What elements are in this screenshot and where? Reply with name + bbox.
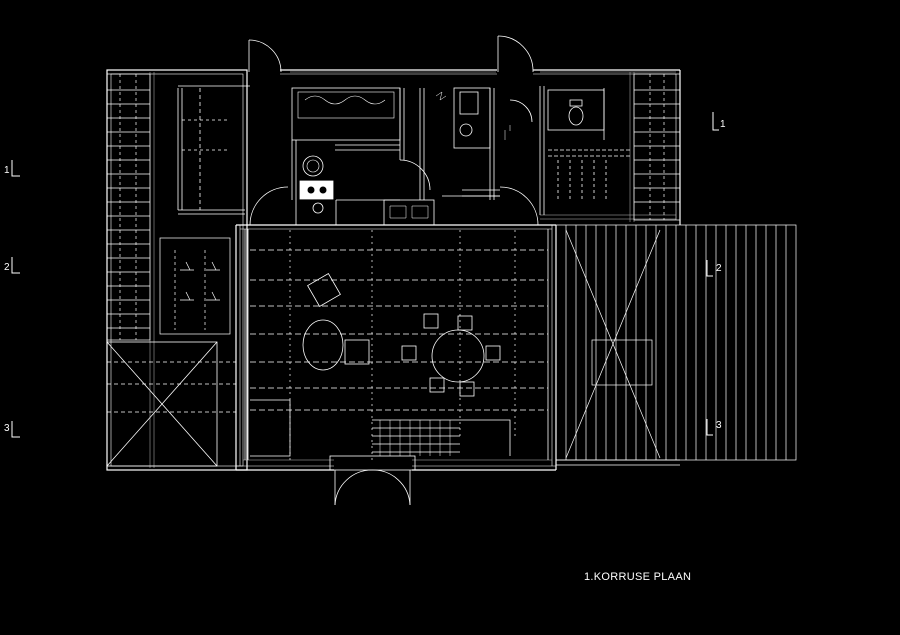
left-utility-room	[159, 237, 231, 335]
wc-utility	[442, 86, 630, 215]
right-terrace-slats	[633, 73, 681, 221]
wall-insulation-hatch	[149, 71, 676, 468]
bedroom	[177, 85, 250, 215]
section-markers	[11, 112, 719, 438]
right-deck	[555, 224, 797, 466]
interior-partitions	[244, 229, 549, 460]
plan-title: 1.KORRUSE PLAAN	[584, 571, 692, 583]
lower-left-canopy	[106, 341, 236, 467]
living-hall-beams	[250, 230, 548, 460]
furniture	[302, 273, 501, 397]
left-terrace-slats	[106, 73, 151, 341]
kitchen-bath-block	[291, 87, 447, 226]
section-marker-right-2: 2	[716, 263, 722, 274]
section-marker-left-3: 3	[4, 423, 10, 434]
section-marker-right-3: 3	[716, 420, 722, 431]
section-marker-right-1: 1	[720, 119, 726, 130]
doors	[248, 35, 539, 506]
section-marker-left-1: 1	[4, 165, 10, 176]
section-marker-left-2: 2	[4, 262, 10, 273]
